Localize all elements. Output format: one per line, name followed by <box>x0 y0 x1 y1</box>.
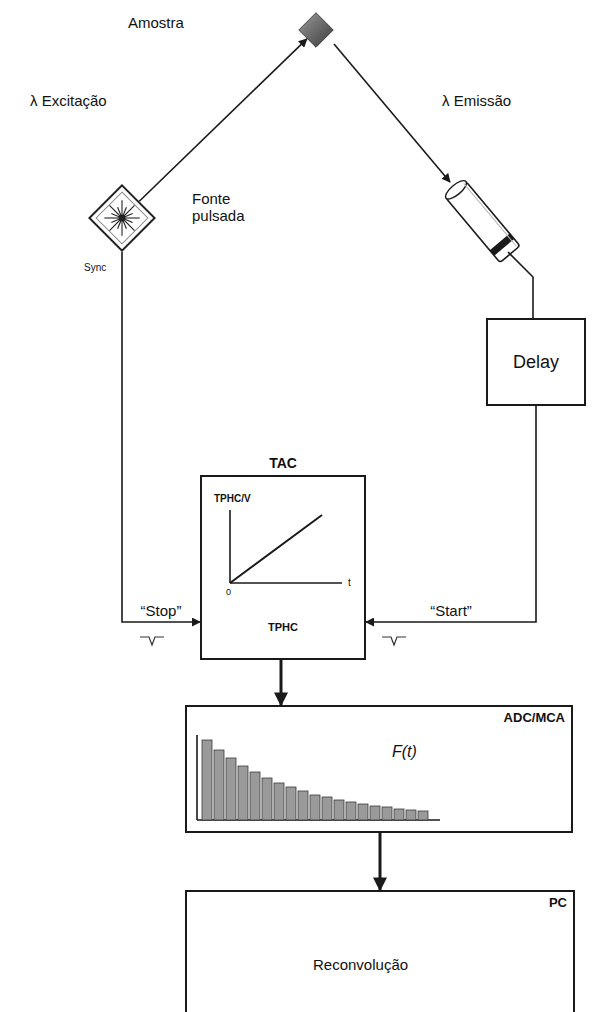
node-title: Delay <box>488 352 584 373</box>
annotation-label: λ Emissão <box>440 92 513 109</box>
sample-diamond: Amostra <box>298 12 334 48</box>
signal-connector <box>379 833 382 890</box>
signal-wire <box>508 252 533 318</box>
node-title: Amostra <box>128 14 184 31</box>
adc-mca-box: ADC/MCA F(t) <box>185 705 573 833</box>
node-text: Reconvolução <box>313 956 408 973</box>
tac-box: TACTPHC/V0tTPHC <box>200 475 366 660</box>
histogram-bar <box>226 758 236 820</box>
pulse-symbol <box>382 637 406 645</box>
histogram-bar <box>262 778 272 820</box>
histogram-bar <box>418 811 428 820</box>
histogram-bar <box>406 810 416 820</box>
node-title: TAC <box>202 455 364 471</box>
histogram-bar <box>346 802 356 820</box>
node-text: 0 <box>226 587 231 597</box>
histogram-bar <box>214 750 224 820</box>
pulsed-source: Fonte pulsada <box>88 184 156 252</box>
signal-connector <box>366 406 536 622</box>
sample-outline <box>298 12 334 48</box>
histogram-bar <box>250 772 260 820</box>
histogram-bar <box>274 783 284 820</box>
node-title: Fonte pulsada <box>192 190 256 225</box>
annotation-label: Sync <box>82 262 108 274</box>
histogram-bars <box>202 740 428 820</box>
histogram-bar <box>394 809 404 820</box>
edge-label: “Start” <box>428 602 474 619</box>
histogram-bar <box>370 806 380 820</box>
detector-tube <box>443 178 520 263</box>
histogram-bar <box>202 740 212 820</box>
node-text: F(t) <box>392 743 417 761</box>
histogram-bar <box>310 795 320 820</box>
histogram-bar <box>358 804 368 820</box>
node-title: ADC/MCA <box>504 711 565 726</box>
edge-label: “Stop” <box>139 602 184 619</box>
tac-graph <box>230 510 342 583</box>
signal-connector <box>139 39 307 201</box>
histogram-bar <box>334 800 344 820</box>
signal-connector <box>122 252 200 622</box>
histogram-bar <box>322 797 332 820</box>
histogram-axes <box>197 735 440 820</box>
histogram-bar <box>298 791 308 820</box>
node-text: TPHC/V <box>214 493 251 505</box>
histogram-bar <box>238 766 248 820</box>
histogram-bar <box>382 807 392 820</box>
delay-box: Delay <box>486 318 586 406</box>
signal-connector <box>280 660 283 705</box>
node-text: t <box>348 577 351 589</box>
source-outline <box>88 184 156 252</box>
pulse-symbol <box>140 637 164 645</box>
annotation-label: λ Excitação <box>28 92 109 109</box>
node-title: PC <box>549 896 567 911</box>
histogram-bar <box>286 787 296 820</box>
node-text: TPHC <box>202 621 364 634</box>
emission-ray <box>334 44 450 182</box>
pc-box: PC Reconvolução <box>185 890 575 1012</box>
